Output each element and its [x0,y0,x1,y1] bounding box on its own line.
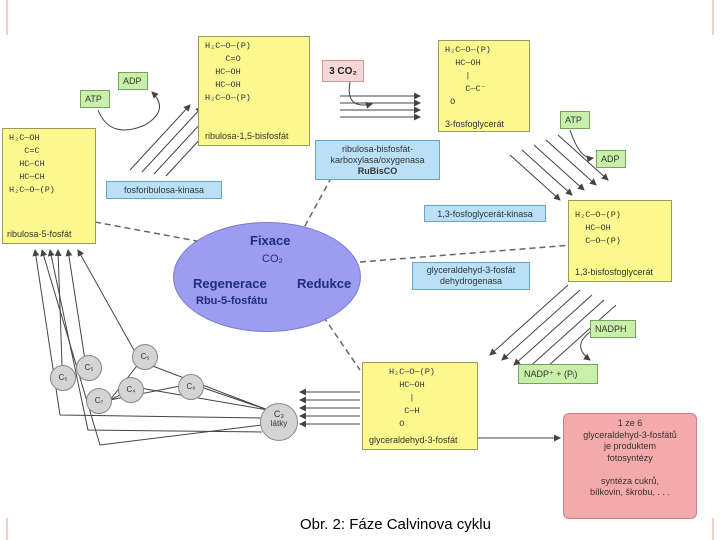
g3p-formula-line: HC—OH [389,380,425,390]
product-note-line [564,464,696,476]
center-co2: CO₂ [262,253,283,265]
g3p-formula-line: H₂C—O—(P) [389,367,435,377]
frame-line-bottom-left [6,518,8,540]
bpg-formula-line: HC—OH [575,223,611,233]
pga-box: H₂C—O—(P) HC—OH | C—C⁻ O 3-fosfoglycerát [438,40,530,132]
product-note-line: 1 ze 6 [617,418,643,428]
circle-c6: C₆ [178,374,204,400]
rubp-formula-line: H₂C—O—(P) [205,93,251,103]
rubisco-name: RuBisCO [357,166,398,176]
ru5p-box: H₂C—OH C=C HC—CH HC—CH H₂C—O—(P) ribulosa… [2,128,96,244]
product-note-line: bílkovin, škrobu, . . . [589,487,671,497]
frame-line-bottom-right [712,518,714,540]
co2-box: 3 CO₂ [322,60,364,82]
adp-right-box: ADP [596,150,626,168]
rubp-box: H₂C—O—(P) C=O HC—OH HC—OH H₂C—O—(P) ribul… [198,36,310,146]
atp-left-label: ATP [85,94,102,104]
pga-formula-line: C—C⁻ [445,84,486,94]
rubp-formula-line: C=O [205,54,241,64]
rubisco-line2: karboxylasa/oxygenasa [330,155,425,165]
ru5p-formula-line: HC—CH [9,159,45,169]
adp-left-box: ADP [118,72,148,90]
product-note-line: syntéza cukrů, [600,475,660,486]
nadp-box: NADP⁺ + (Pᵢ) [518,364,598,384]
atp-right-box: ATP [560,111,590,129]
bpg-formula-line: H₂C—O—(P) [575,210,621,220]
g3p-box: H₂C—O—(P) HC—OH | C—H O glyceraldehyd-3-… [362,362,478,450]
circle-c3: C₃ látky [260,403,298,441]
rubp-formula: H₂C—O—(P) C=O HC—OH HC—OH H₂C—O—(P) [199,37,309,108]
ru5p-formula-line: H₂C—O—(P) [9,185,55,195]
rubp-label: ribulosa-1,5-bisfosfát [205,131,289,141]
kinase-left-box: fosforibulosa-kinasa [106,181,222,199]
pga-formula: H₂C—O—(P) HC—OH | C—C⁻ O [439,41,529,112]
product-note-line: je produktem [603,441,657,451]
center-rbu: Rbu-5-fosfátu [196,295,268,307]
ru5p-formula-line: H₂C—OH [9,133,40,143]
g3p-formula-line: | [389,393,415,403]
rubp-formula-line: H₂C—O—(P) [205,41,251,51]
pga-formula-line: H₂C—O—(P) [445,45,491,55]
circle-c7: C₇ [86,388,112,414]
g3p-formula-line: O [389,419,405,429]
frame-line-right [712,0,714,35]
kinase-right-box: 1,3-fosfoglycerát-kinasa [424,205,546,222]
pga-formula-line: | [445,71,471,81]
center-fixace: Fixace [250,233,291,248]
nadph-label: NADPH [595,324,627,334]
circle-c5-a: C₅ [50,365,76,391]
ru5p-label: ribulosa-5-fosfát [7,229,72,239]
g3p-label: glyceraldehyd-3-fosfát [369,435,458,445]
co2-label: 3 CO₂ [329,66,357,77]
product-note-line: fotosyntézy [607,452,653,463]
adp-left-label: ADP [123,76,142,86]
g3p-formula-line: C—H [389,406,420,416]
circle-c3-label: C₃ [273,409,285,419]
rubp-formula-line: HC—OH [205,67,241,77]
pga-label: 3-fosfoglycerát [445,119,505,129]
g3p-formula: H₂C—O—(P) HC—OH | C—H O [363,363,477,434]
kinase-right-label: 1,3-fosfoglycerát-kinasa [437,209,533,219]
dehydrogenase-box: glyceraldehyd-3-fosfát dehydrogenasa [412,262,530,290]
circle-c4: C₄ [118,377,144,403]
center-regenerace: Regenerace [193,276,267,291]
center-redukce: Redukce [297,276,352,291]
adp-right-label: ADP [601,154,620,164]
ru5p-formula: H₂C—OH C=C HC—CH HC—CH H₂C—O—(P) [3,129,95,200]
nadp-label: NADP⁺ + (Pᵢ) [524,369,578,379]
dehydrogenase-line1: glyceraldehyd-3-fosfát [426,265,516,275]
pga-formula-line: HC—OH [445,58,481,68]
bpg-box: H₂C—O—(P) HC—OH C—O—(P) 1,3-bisfosfoglyc… [568,200,672,282]
rubp-formula-line: HC—OH [205,80,241,90]
frame-line-left [6,0,8,35]
figure-caption: Obr. 2: Fáze Calvinova cyklu [300,516,491,533]
dehydrogenase-line2: dehydrogenasa [439,276,503,286]
pga-formula-line: O [445,97,456,107]
bpg-label: 1,3-bisfosfoglycerát [575,267,654,277]
cycle-center-ellipse [173,222,361,332]
circle-c5-c: C₅ [132,344,158,370]
circle-c3-sub: látky [270,419,288,428]
atp-left-box: ATP [80,90,110,108]
nadph-box: NADPH [590,320,636,338]
product-note-line: glyceraldehyd-3-fosfátů [583,429,677,440]
kinase-left-label: fosforibulosa-kinasa [123,185,205,195]
bpg-formula: H₂C—O—(P) HC—OH C—O—(P) [569,201,671,251]
rubisco-box: ribulosa-bisfosfát- karboxylasa/oxygenas… [315,140,440,180]
ru5p-formula-line: HC—CH [9,172,45,182]
ru5p-formula-line: C=C [9,146,40,156]
bpg-formula-line: C—O—(P) [575,236,621,246]
rubisco-line1: ribulosa-bisfosfát- [341,144,414,154]
atp-right-label: ATP [565,115,582,125]
circle-c5-b: C₅ [76,355,102,381]
